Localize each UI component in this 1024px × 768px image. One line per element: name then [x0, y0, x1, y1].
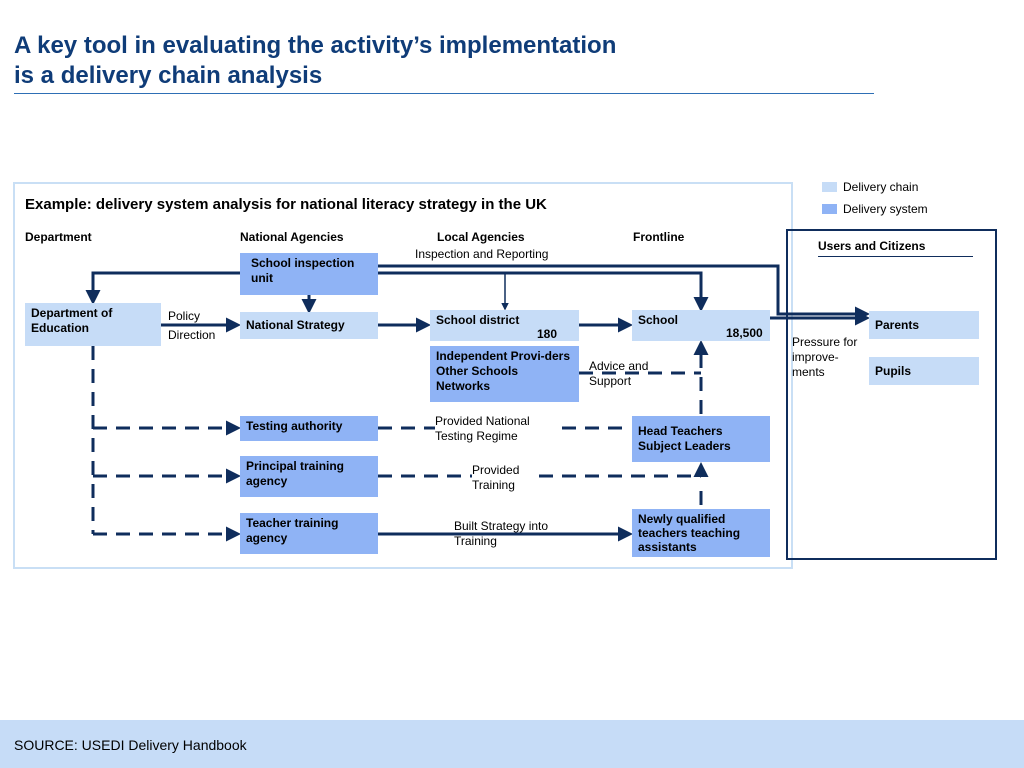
arrow-inspection-to-parents: [378, 264, 870, 322]
column-header-department: Department: [25, 230, 92, 244]
label-built-strategy: Built Strategy into Training: [454, 519, 549, 548]
arrow-inspection-to-department: [85, 271, 240, 305]
label-provided-training: Provided Training: [472, 463, 532, 493]
users-citizens-title: Users and Citizens: [818, 239, 926, 253]
node-school: School: [632, 310, 770, 341]
node-testing-authority: Testing authority: [240, 416, 378, 441]
label-pressure: Pressure for improve-ments: [792, 335, 858, 379]
label-policy: Policy: [168, 309, 201, 323]
title-line-2: is a delivery chain analysis: [14, 62, 323, 89]
label-direction: Direction: [168, 328, 216, 342]
page-title: A key tool in evaluating the activity’s …: [14, 31, 874, 91]
school-count: 18,500: [726, 326, 763, 340]
school-district-count: 180: [537, 327, 558, 341]
label-inspection-reporting: Inspection and Reporting: [415, 247, 549, 261]
example-title: Example: delivery system analysis for na…: [25, 196, 547, 213]
node-principal-training-agency: Principal training agency: [240, 456, 378, 497]
legend-label-delivery-chain: Delivery chain: [843, 180, 919, 194]
label-provided-testing: Provided National Testing Regime: [435, 414, 555, 444]
node-department-of-education: Department of Education: [25, 303, 161, 346]
school-district-label: School district: [436, 313, 520, 327]
column-header-frontline: Frontline: [633, 230, 685, 244]
node-national-strategy: National Strategy: [240, 312, 378, 339]
column-header-national: National Agencies: [240, 230, 344, 244]
node-head-teachers: Head Teachers Subject Leaders: [632, 416, 770, 462]
label-advice-support: Advice and Support: [589, 359, 649, 388]
column-header-local: Local Agencies: [437, 230, 525, 244]
title-divider: [14, 93, 874, 94]
node-teacher-training-agency: Teacher training agency: [240, 513, 378, 554]
node-independent-providers: Independent Provi-ders Other Schools Net…: [430, 346, 579, 402]
node-school-district: School district: [430, 310, 579, 341]
title-line-1: A key tool in evaluating the activity’s …: [14, 32, 617, 59]
source-note: SOURCE: USEDI Delivery Handbook: [14, 737, 247, 753]
legend-label-delivery-system: Delivery system: [843, 202, 928, 216]
footer-bar: SOURCE: USEDI Delivery Handbook: [0, 720, 1024, 768]
node-parents: Parents: [869, 311, 979, 339]
diagram-panel: [13, 182, 793, 569]
node-school-inspection-unit: School inspection unit: [240, 253, 378, 295]
users-title-underline: [818, 256, 973, 257]
school-label: School: [638, 313, 679, 327]
legend-swatch-delivery-system: [822, 204, 837, 214]
users-citizens-panel: [786, 229, 997, 560]
arrow-inspection-to-school: [378, 271, 709, 312]
node-pupils: Pupils: [869, 357, 979, 385]
legend-swatch-delivery-chain: [822, 182, 837, 192]
node-newly-qualified: Newly qualified teachers teaching assist…: [632, 509, 770, 557]
